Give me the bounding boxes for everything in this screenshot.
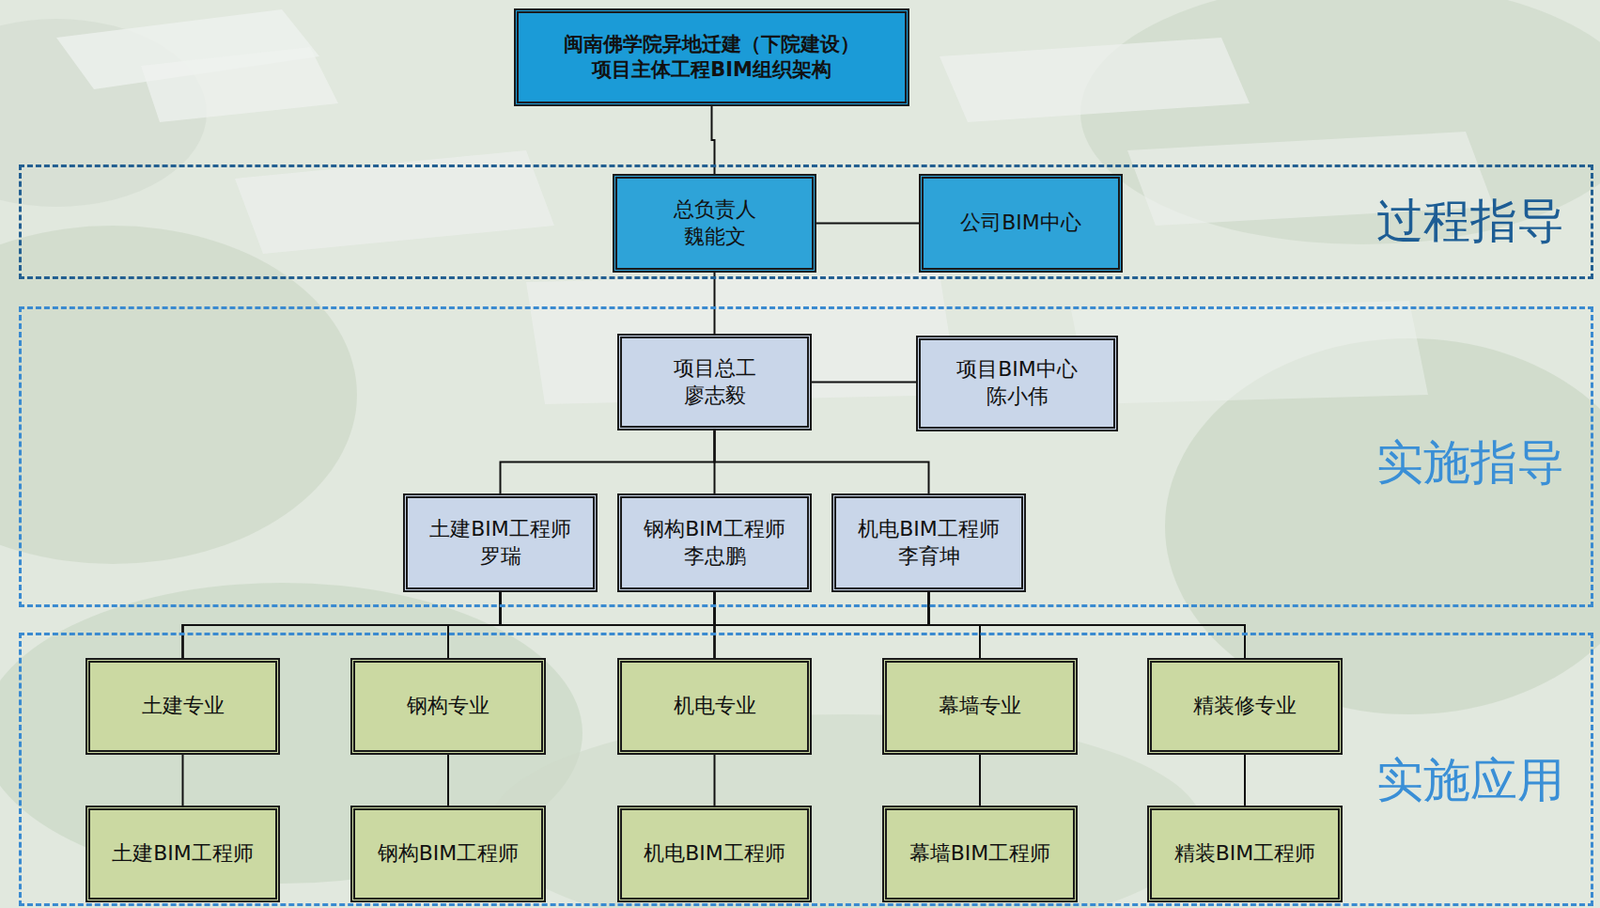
org-box: 项目BIM中心陈小伟	[916, 335, 1119, 432]
box-label: 土建专业	[141, 692, 225, 720]
org-connector	[714, 754, 716, 806]
box-label: 项目BIM中心	[956, 356, 1078, 384]
org-box: 钢构BIM工程师李忠鹏	[617, 493, 812, 592]
person-name: 李育坤	[898, 543, 961, 571]
org-box: 土建BIM工程师	[85, 805, 280, 902]
org-box: 钢构BIM工程师	[350, 805, 546, 902]
org-box: 精装BIM工程师	[1147, 805, 1343, 902]
org-box: 钢构专业	[350, 657, 546, 755]
box-label: 项目总工	[673, 355, 757, 383]
box-label: 闽南佛学院异地迁建（下院建设） 项目主体工程BIM组织架构	[528, 31, 896, 84]
org-box: 幕墙专业	[882, 657, 1078, 755]
org-box: 精装修专业	[1147, 657, 1343, 755]
org-box: 机电BIM工程师李育坤	[831, 493, 1026, 592]
org-connector	[447, 754, 450, 806]
box-label: 钢构BIM工程师	[643, 515, 786, 544]
org-box: 机电专业	[617, 657, 812, 755]
person-name: 李忠鹏	[683, 543, 746, 571]
org-box: 机电BIM工程师	[617, 805, 812, 902]
box-label: 机电BIM工程师	[857, 515, 1000, 544]
box-label: 幕墙BIM工程师	[909, 839, 1052, 868]
org-connector	[183, 591, 930, 658]
org-box: 土建BIM工程师罗瑞	[403, 493, 598, 592]
org-connector	[816, 222, 919, 225]
org-connector	[714, 272, 716, 334]
org-box: 公司BIM中心	[918, 173, 1123, 273]
box-label: 总负责人	[673, 196, 757, 224]
org-box: 项目总工廖志毅	[617, 333, 812, 431]
org-connector	[448, 591, 930, 658]
box-label: 钢构专业	[406, 692, 490, 720]
region-band: 过程指导 总负责人魏能文 公司BIM中心	[18, 164, 1594, 280]
org-connector	[182, 754, 185, 806]
person-name: 廖志毅	[683, 382, 746, 410]
box-label: 机电专业	[673, 692, 757, 720]
org-connector	[714, 591, 930, 658]
box-label: 精装修专业	[1193, 692, 1297, 720]
box-label: 精装BIM工程师	[1174, 839, 1317, 868]
band-label: 实施指导	[1376, 436, 1565, 489]
box-label: 钢构BIM工程师	[377, 839, 520, 868]
region-band: 实施指导项目总工廖志毅项目BIM中心陈小伟土建BIM工程师罗瑞钢构BIM工程师李…	[18, 306, 1594, 607]
org-connector	[978, 754, 981, 806]
org-connector	[500, 430, 715, 494]
region-band: 实施应用 土建专业 钢构专业 机电专业 幕墙专业 精装修专业土建BIM工程师 钢构BIM工程…	[18, 632, 1594, 906]
org-connector	[714, 591, 1246, 658]
band-label: 实施应用	[1376, 754, 1565, 807]
org-box: 幕墙BIM工程师	[882, 805, 1078, 902]
person-name: 魏能文	[683, 223, 746, 251]
person-name: 罗瑞	[480, 543, 522, 571]
box-label: 机电BIM工程师	[643, 839, 786, 868]
box-label: 公司BIM中心	[960, 209, 1082, 237]
org-connector	[1243, 754, 1246, 806]
title-box: 闽南佛学院异地迁建（下院建设） 项目主体工程BIM组织架构	[513, 8, 910, 107]
person-name: 陈小伟	[986, 383, 1049, 411]
org-connector	[811, 381, 917, 384]
org-connector	[929, 591, 1246, 658]
box-label: 土建BIM工程师	[429, 515, 572, 544]
org-box: 总负责人魏能文	[612, 173, 817, 273]
org-box: 土建专业	[85, 657, 280, 755]
box-label: 幕墙专业	[938, 692, 1022, 720]
box-label: 土建BIM工程师	[111, 839, 254, 868]
org-connector	[714, 430, 930, 494]
band-label: 过程指导	[1376, 195, 1565, 248]
